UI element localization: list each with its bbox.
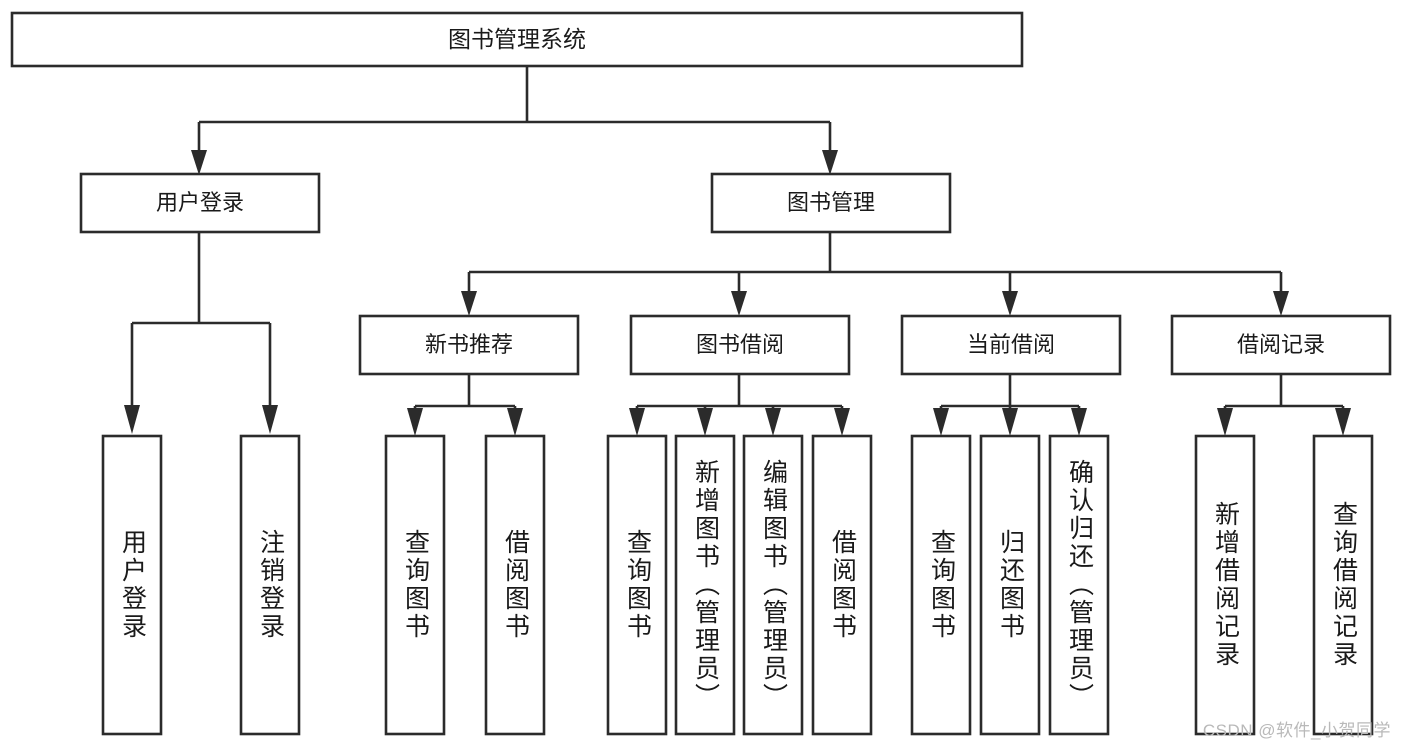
arrow-head-leaf-12 <box>1217 408 1233 436</box>
node-records[interactable]: 借阅记录 <box>1170 314 1392 376</box>
arrow-head-records <box>1273 291 1289 316</box>
node-current[interactable]: 当前借阅 <box>900 314 1122 376</box>
node-leaf-9-box[interactable] <box>910 434 972 736</box>
node-login-label: 用户登录 <box>156 190 244 215</box>
node-bookmgmt-label: 图书管理 <box>787 190 875 215</box>
node-leaf-2-box[interactable] <box>239 434 301 736</box>
arrow-head-leaf-9 <box>933 408 949 436</box>
node-root-label: 图书管理系统 <box>448 26 586 52</box>
connector-layer <box>124 66 1351 436</box>
node-root[interactable]: 图书管理系统 <box>10 11 1024 68</box>
csdn-watermark: CSDN @软件_小贺同学 <box>1202 721 1391 740</box>
node-leaf-8-box[interactable] <box>811 434 873 736</box>
node-records-label: 借阅记录 <box>1237 332 1325 357</box>
node-current-box[interactable] <box>900 314 1122 376</box>
node-leaf-13-box[interactable] <box>1312 434 1374 736</box>
node-leaf-5-box[interactable] <box>606 434 668 736</box>
node-borrow-box[interactable] <box>629 314 851 376</box>
arrow-head-leaf-2 <box>262 405 278 434</box>
node-leaf-1-box[interactable] <box>101 434 163 736</box>
arrow-head-leaf-1 <box>124 405 140 434</box>
arrow-head-leaf-8 <box>834 408 850 436</box>
node-leaf-10-box[interactable] <box>979 434 1041 736</box>
leaf-node-layer <box>101 434 1374 736</box>
arrow-head-leaf-11 <box>1071 408 1087 436</box>
arrow-head-leaf-4 <box>507 408 523 436</box>
node-leaf-12-box[interactable] <box>1194 434 1256 736</box>
node-bookmgmt[interactable]: 图书管理 <box>710 172 952 234</box>
arrow-head-bookmgmt <box>822 150 838 175</box>
arrow-head-newbook <box>461 291 477 316</box>
node-leaf-4-box[interactable] <box>484 434 546 736</box>
arrow-head-leaf-5 <box>629 408 645 436</box>
node-leaf-11-box[interactable] <box>1048 434 1110 736</box>
arrow-head-login <box>191 150 207 175</box>
node-bookmgmt-box[interactable] <box>710 172 952 234</box>
node-leaf-3-box[interactable] <box>384 434 446 736</box>
node-leaf-7-box[interactable] <box>742 434 804 736</box>
arrow-head-leaf-13 <box>1335 408 1351 436</box>
arrow-head-leaf-7 <box>765 408 781 436</box>
arrow-head-leaf-6 <box>697 408 713 436</box>
node-root-box[interactable] <box>10 11 1024 68</box>
node-login-box[interactable] <box>79 172 321 234</box>
node-leaf-6-box[interactable] <box>674 434 736 736</box>
arrow-head-leaf-3 <box>407 408 423 436</box>
node-borrow-label: 图书借阅 <box>696 332 784 357</box>
arrow-head-current <box>1002 291 1018 316</box>
node-records-box[interactable] <box>1170 314 1392 376</box>
node-login[interactable]: 用户登录 <box>79 172 321 234</box>
arrow-head-leaf-10 <box>1002 408 1018 436</box>
node-newbook-label: 新书推荐 <box>425 332 513 357</box>
node-newbook-box[interactable] <box>358 314 580 376</box>
node-borrow[interactable]: 图书借阅 <box>629 314 851 376</box>
node-newbook[interactable]: 新书推荐 <box>358 314 580 376</box>
node-current-label: 当前借阅 <box>967 332 1055 357</box>
arrow-head-borrow <box>731 291 747 316</box>
